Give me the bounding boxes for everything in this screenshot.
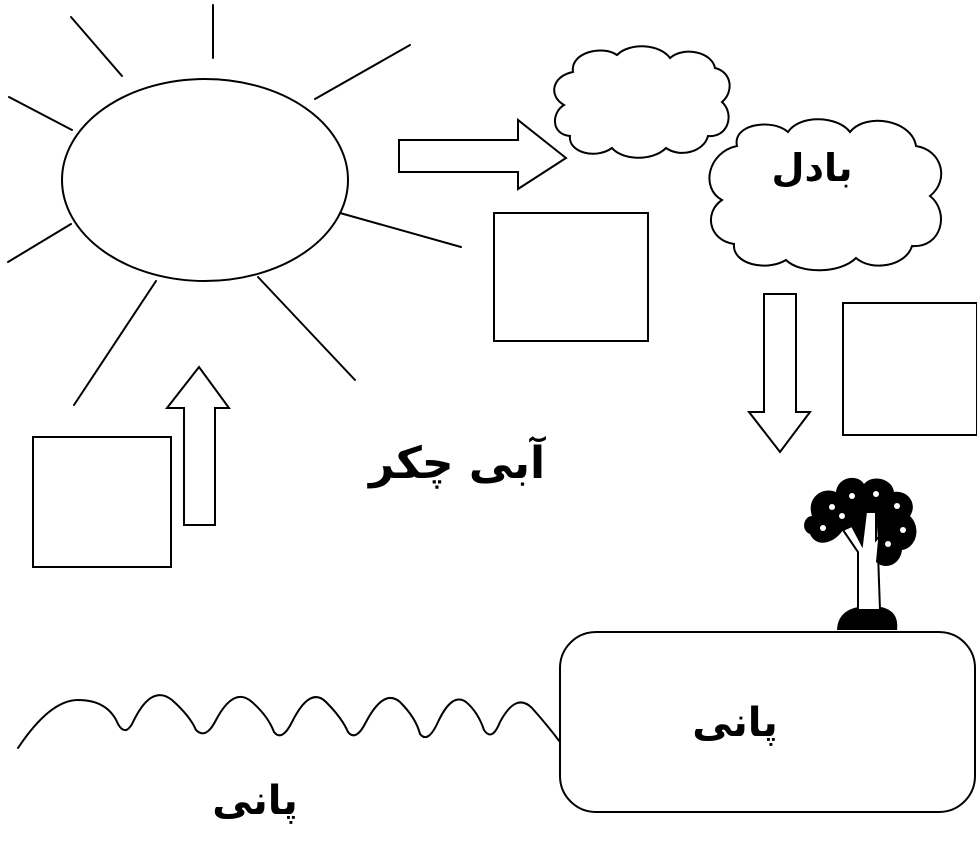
sun-ray [314, 44, 411, 100]
lake-shape [559, 631, 976, 813]
answer-box-condensation[interactable] [493, 212, 649, 342]
sun-ray [339, 212, 462, 248]
sun-ray [73, 280, 157, 406]
cloud-icon [553, 45, 731, 159]
sun-ray [8, 96, 73, 131]
tree-dot [900, 527, 906, 533]
arrow-right-icon [398, 117, 568, 191]
sun-ray [70, 16, 123, 77]
tree-dot [873, 491, 879, 497]
wave-icon [17, 694, 561, 749]
cloud-label: بادل [771, 146, 853, 190]
arrow-down-icon [746, 293, 812, 454]
tree-dot [849, 493, 855, 499]
tree-dot [820, 525, 826, 531]
cloud-icon [708, 118, 943, 272]
tree-dot [885, 541, 891, 547]
tree-dot [829, 504, 835, 510]
ground-water-label: پانی [212, 778, 298, 824]
answer-box-precipitation[interactable] [842, 302, 977, 436]
diagram-title: آبی چکر [368, 438, 546, 489]
lake-label: پانی [692, 700, 778, 746]
arrow-up-icon [164, 365, 231, 526]
sun-ray [257, 276, 356, 381]
tree-dot [839, 513, 845, 519]
sun-disc [61, 78, 349, 282]
tree-mound [837, 606, 898, 630]
sun-icon [7, 4, 462, 406]
answer-box-evaporation[interactable] [32, 436, 172, 568]
sun-ray [7, 223, 72, 263]
tree-dot [894, 503, 900, 509]
tree-icon [804, 477, 917, 630]
